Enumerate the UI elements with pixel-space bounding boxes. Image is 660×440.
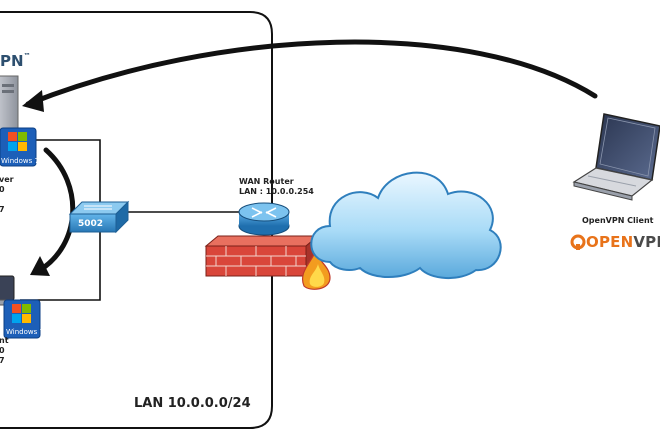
lan-boundary [0, 11, 273, 429]
server-to-client-arrow [37, 147, 76, 273]
router-icon [238, 202, 290, 236]
server-name-fragment: ver [0, 175, 14, 184]
server-brand-fragment: PN™ [0, 52, 31, 70]
client-line2-fragment: 0 [0, 346, 5, 355]
switch-label: 5002 [78, 219, 104, 229]
client-windows-badge-text: Windows 7 [6, 328, 44, 336]
server-line3-fragment: 7 [0, 205, 5, 214]
windows7-badge-icon [3, 299, 41, 339]
wan-router-title: WAN Router [239, 177, 294, 186]
fire-icon [302, 249, 331, 290]
wan-router-ip: LAN : 10.0.0.254 [239, 187, 314, 196]
windows7-badge-icon [0, 127, 37, 167]
firewall-icon [204, 234, 320, 278]
client-name-fragment: nt [0, 336, 9, 345]
server-to-client-arrowhead [30, 256, 50, 276]
vpn-tunnel-arrowhead [22, 90, 44, 112]
openvpn-brand-logo: OPENVPN™ [586, 233, 660, 251]
client-line3-fragment: 7 [0, 356, 5, 365]
openvpn-logo-icon [570, 234, 586, 250]
laptop-icon [572, 113, 660, 201]
vpn-tunnel-arrow [25, 39, 598, 107]
cloud-icon [310, 171, 502, 280]
openvpn-client-title: OpenVPN Client [582, 216, 654, 225]
lan-subnet-label: LAN 10.0.0.0/24 [134, 396, 251, 411]
switch-icon [68, 200, 130, 234]
server-windows-badge-text: Windows 7 [1, 157, 39, 165]
server-line2-fragment: 0 [0, 185, 5, 194]
